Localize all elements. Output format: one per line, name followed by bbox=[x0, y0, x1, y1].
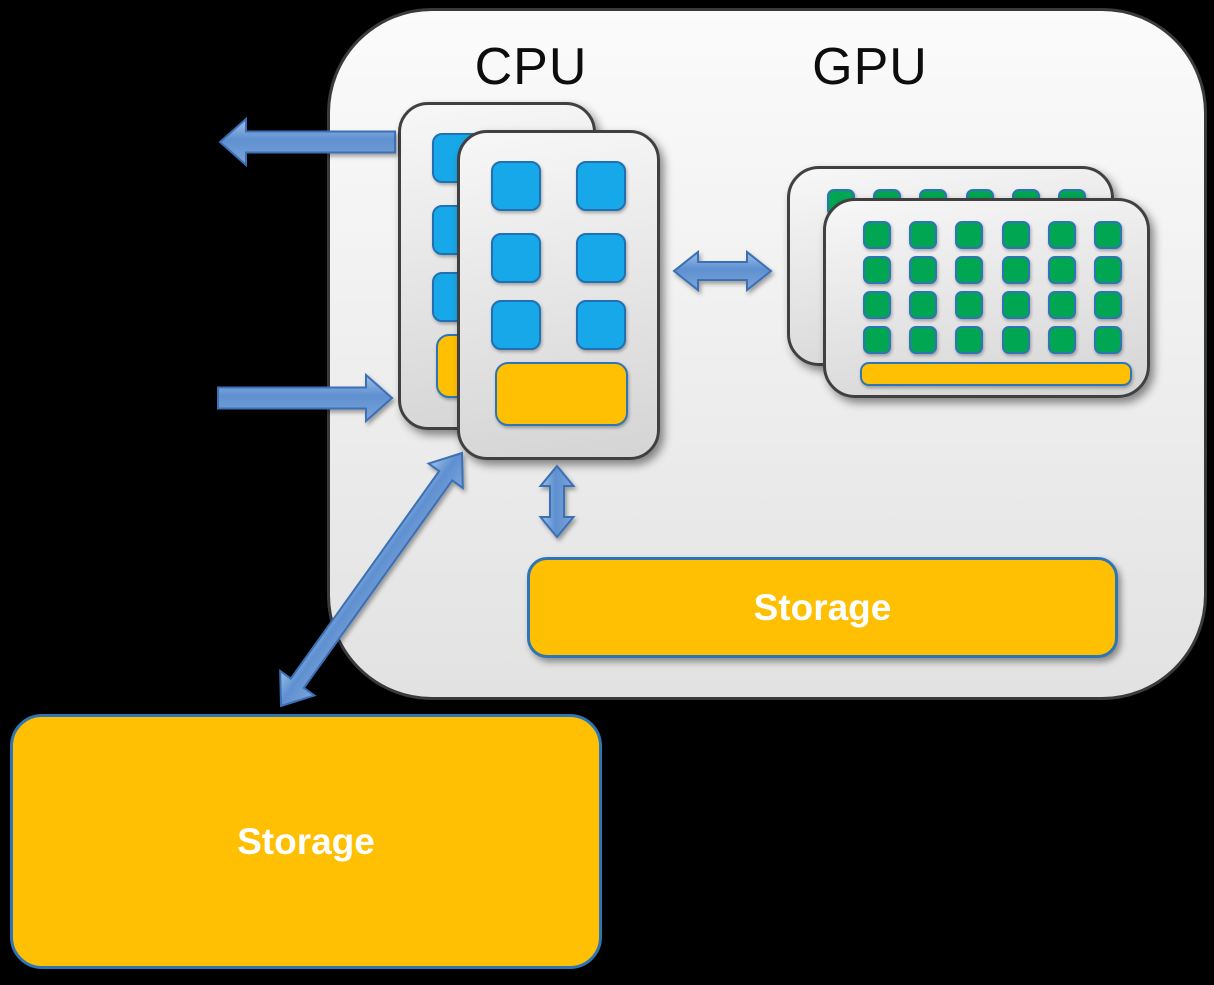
cpu-core bbox=[576, 233, 626, 283]
cpu-core bbox=[491, 161, 541, 211]
internal-storage-label: Storage bbox=[753, 586, 892, 628]
cpu-core bbox=[491, 233, 541, 283]
gpu-core bbox=[955, 291, 983, 319]
gpu-core bbox=[1002, 221, 1030, 249]
gpu-core bbox=[863, 291, 891, 319]
external-storage-label: Storage bbox=[237, 820, 375, 862]
cpu-core bbox=[491, 300, 541, 350]
gpu-core bbox=[955, 221, 983, 249]
gpu-core bbox=[863, 326, 891, 354]
gpu-label: GPU bbox=[812, 38, 928, 96]
gpu-core bbox=[909, 221, 937, 249]
gpu-core bbox=[1094, 221, 1122, 249]
gpu-core bbox=[909, 256, 937, 284]
gpu-memory-bar bbox=[860, 362, 1132, 386]
gpu-core bbox=[1094, 291, 1122, 319]
gpu-core bbox=[863, 221, 891, 249]
gpu-core bbox=[1048, 221, 1076, 249]
gpu-core bbox=[1002, 291, 1030, 319]
cpu-core bbox=[576, 161, 626, 211]
internal-storage: Storage bbox=[527, 557, 1118, 658]
gpu-core bbox=[909, 326, 937, 354]
gpu-core bbox=[1048, 326, 1076, 354]
gpu-core bbox=[1002, 326, 1030, 354]
gpu-core bbox=[1048, 291, 1076, 319]
cpu-cache-bar bbox=[495, 362, 628, 426]
gpu-core bbox=[1094, 256, 1122, 284]
gpu-core bbox=[1094, 326, 1122, 354]
cpu-label: CPU bbox=[474, 38, 588, 96]
gpu-core bbox=[955, 326, 983, 354]
gpu-core bbox=[955, 256, 983, 284]
cpu-core bbox=[576, 300, 626, 350]
gpu-core bbox=[909, 291, 937, 319]
gpu-core bbox=[1002, 256, 1030, 284]
gpu-chip-front bbox=[823, 198, 1150, 398]
cpu-chip-front bbox=[457, 130, 660, 460]
gpu-core bbox=[863, 256, 891, 284]
gpu-core bbox=[1048, 256, 1076, 284]
external-storage: Storage bbox=[10, 714, 602, 969]
